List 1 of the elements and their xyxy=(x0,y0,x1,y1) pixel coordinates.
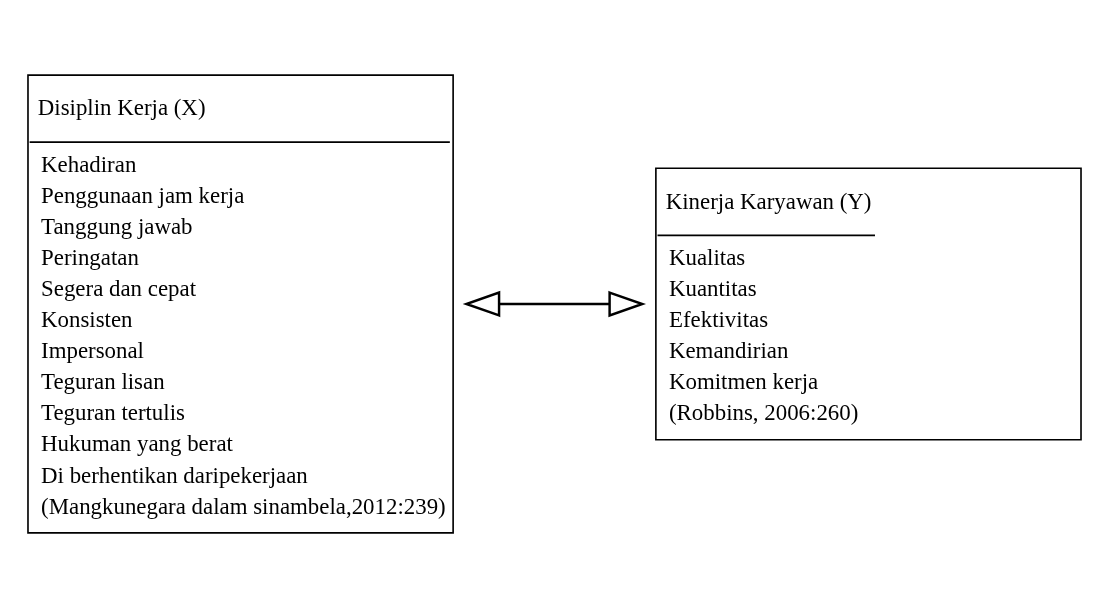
arrow xyxy=(462,290,646,317)
